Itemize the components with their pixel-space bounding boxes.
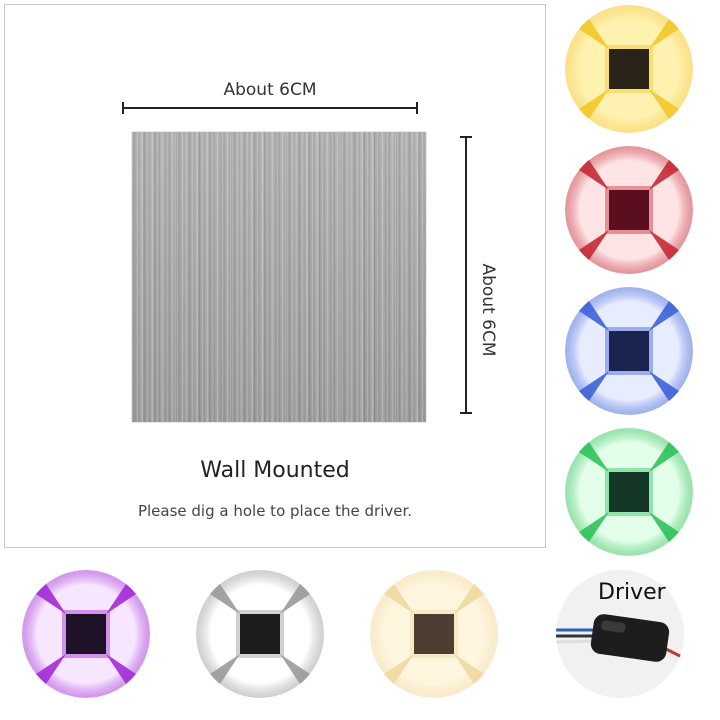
caption-title: Wall Mounted bbox=[200, 458, 350, 483]
width-dimension-line bbox=[122, 102, 418, 114]
width-dimension-label: About 6CM bbox=[122, 80, 418, 100]
lamp-green bbox=[565, 428, 693, 556]
driver-image bbox=[556, 570, 684, 698]
lamp-blue bbox=[565, 287, 693, 415]
lamp-warm-white bbox=[370, 570, 498, 698]
lamp-yellow bbox=[565, 5, 693, 133]
height-dimension-label: About 6CM bbox=[478, 263, 498, 357]
driver-label: Driver bbox=[598, 580, 666, 605]
height-dimension-line bbox=[460, 136, 472, 414]
lamp-white bbox=[196, 570, 324, 698]
lamp-purple bbox=[22, 570, 150, 698]
lamp-red bbox=[565, 146, 693, 274]
caption-subtitle: Please dig a hole to place the driver. bbox=[137, 502, 413, 520]
brushed-aluminum-panel bbox=[132, 132, 426, 422]
